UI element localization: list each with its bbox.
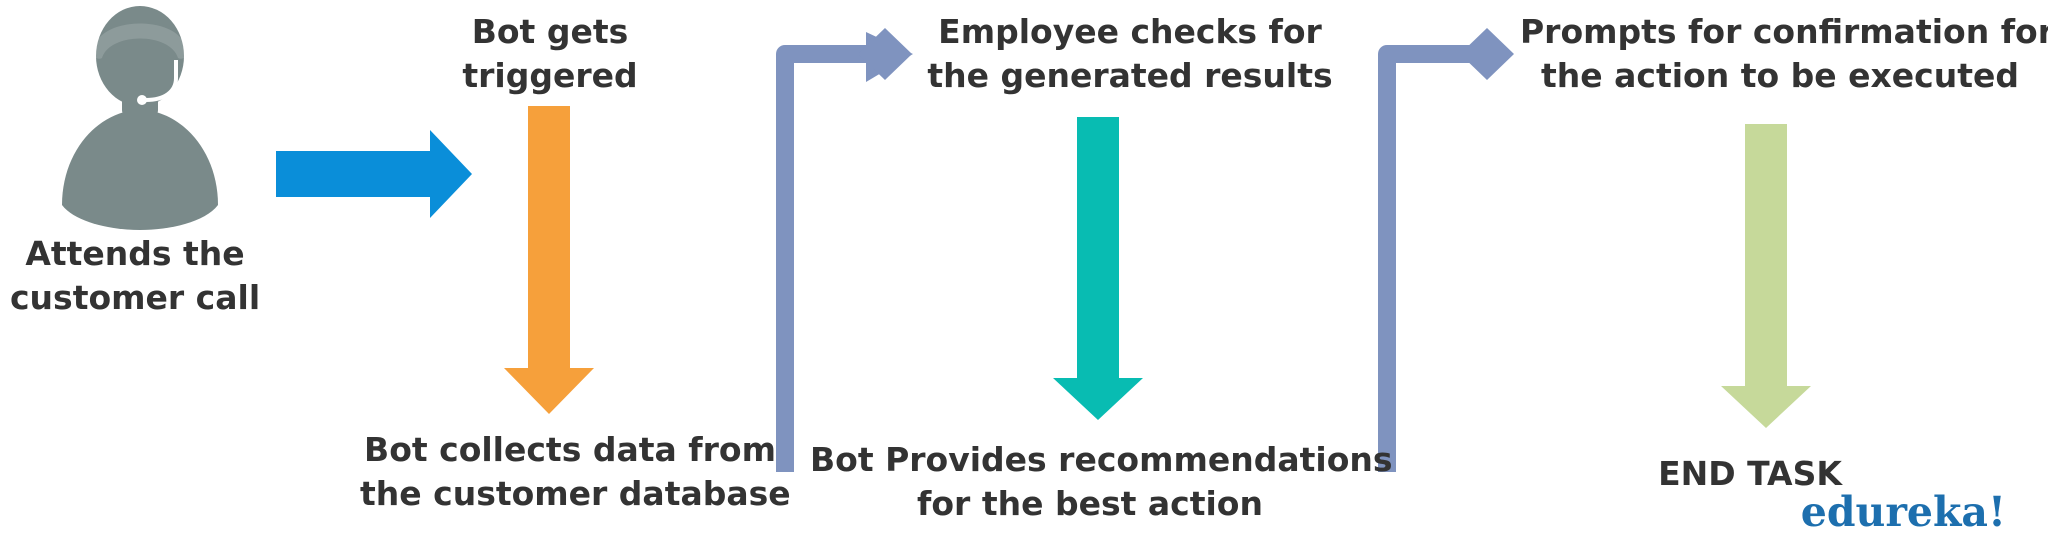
step-attends-call-line1: Attends the xyxy=(25,234,245,273)
flow-arrow-right xyxy=(276,130,472,218)
step-bot-triggered-line1: Bot gets xyxy=(471,12,629,51)
step-collects-data-line2: the customer database xyxy=(360,474,791,513)
step-bot-triggered-line2: triggered xyxy=(462,56,638,95)
step-provides-recommendations-line1: Bot Provides recommendations xyxy=(810,440,1393,479)
step-attends-call-line2: customer call xyxy=(10,278,261,317)
flow-arrow-down-1 xyxy=(504,106,594,414)
step-attends-call: Attends the customer call xyxy=(10,232,260,320)
step-prompts-confirmation: Prompts for confirmation for the action … xyxy=(1520,10,2048,98)
step-employee-checks-line2: the generated results xyxy=(927,56,1333,95)
step-provides-recommendations-line2: for the best action xyxy=(917,484,1263,523)
step-prompts-confirmation-line1: Prompts for confirmation for xyxy=(1520,12,2048,51)
step-end-task: END TASK xyxy=(1620,452,1880,496)
step-provides-recommendations: Bot Provides recommendations for the bes… xyxy=(810,438,1393,526)
step-collects-data: Bot collects data from the customer data… xyxy=(360,428,791,516)
connector-arrow-2 xyxy=(1378,28,1514,472)
customer-support-agent-icon xyxy=(62,6,218,230)
step-collects-data-line1: Bot collects data from xyxy=(364,430,776,469)
flow-arrow-down-3 xyxy=(1721,124,1811,428)
connector-arrow-1 xyxy=(776,28,913,472)
step-employee-checks: Employee checks for the generated result… xyxy=(920,10,1340,98)
flow-arrow-down-2 xyxy=(1053,117,1143,420)
step-prompts-confirmation-line2: the action to be executed xyxy=(1540,56,2020,95)
step-end-task-text: END TASK xyxy=(1658,454,1842,493)
step-bot-triggered: Bot gets triggered xyxy=(420,10,680,98)
edureka-logo: edureka! xyxy=(1800,488,2006,536)
step-employee-checks-line1: Employee checks for xyxy=(938,12,1322,51)
